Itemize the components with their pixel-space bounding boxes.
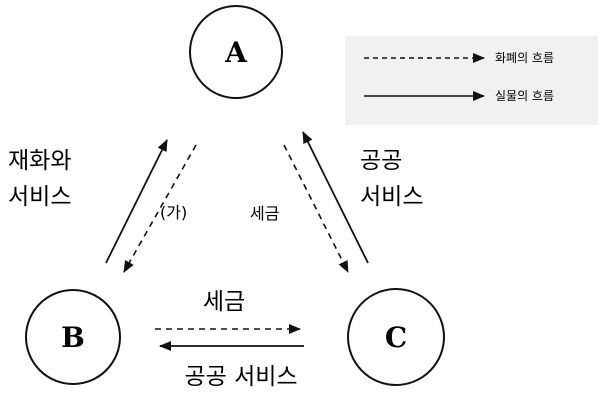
node-c-label: C [385,321,407,354]
node-c-circle [347,288,445,386]
goods-services-arrow [105,139,168,264]
node-a-circle [189,5,283,99]
a-b-flows: 재화와 서비스 (가) [8,139,197,273]
goods-services-label-line1: 재화와 [8,148,71,174]
node-a: A [189,5,283,99]
legend-monetary-label: 화폐의 흐름 [495,51,554,65]
node-b-label: B [61,321,85,354]
goods-services-label-line2: 서비스 [8,184,71,210]
legend: 화폐의 흐름 실물의 흐름 [345,36,598,125]
node-b: B [25,289,121,385]
node-c: C [347,288,445,386]
flow-mark-ga: (가) [160,203,187,222]
tax-label-a-c: 세금 [250,204,279,223]
public-service-arrow-c-to-a [302,131,369,264]
node-b-circle [25,289,121,385]
tax-arrow-a-to-c [283,144,349,273]
legend-real-label: 실물의 흐름 [495,89,554,103]
public-service-label-b-c: 공공 서비스 [184,364,297,390]
public-service-label-line1: 공공 [360,148,402,174]
b-c-flows: 세금 공공 서비스 [155,289,304,390]
node-a-label: A [224,36,248,69]
public-service-label-line2: 서비스 [360,184,423,210]
legend-box [345,36,598,125]
payment-arrow-a-to-b [123,144,197,273]
a-c-flows: 세금 공공 서비스 [250,131,423,273]
tax-label-b-c: 세금 [203,289,245,315]
